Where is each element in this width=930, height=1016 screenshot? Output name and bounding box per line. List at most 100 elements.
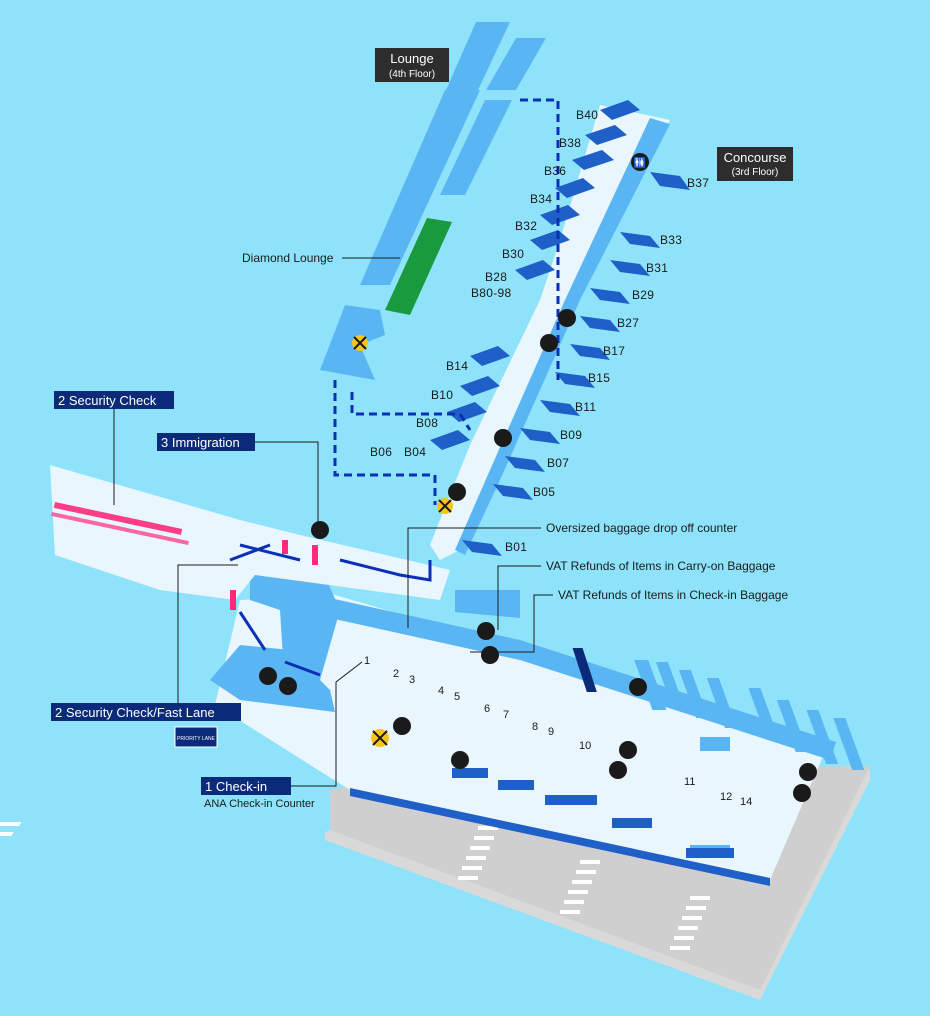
counter-number: 9	[548, 726, 554, 738]
gate-label: B10	[431, 388, 453, 402]
baggage-wrap-icon	[393, 717, 411, 735]
oversized-baggage-label: Oversized baggage drop off counter	[546, 521, 737, 535]
west-building-top	[250, 560, 340, 690]
oversized-baggage-leader	[407, 527, 541, 628]
nursery-icon	[793, 784, 811, 802]
dashed-routes	[333, 98, 560, 505]
security-queue-markers	[51, 501, 318, 610]
counter-number: 1	[364, 655, 370, 667]
baggage-wrap-icon	[448, 483, 466, 501]
lounge-label-box	[375, 48, 449, 82]
gate-label: B30	[502, 247, 524, 261]
counter-number: 8	[532, 721, 538, 733]
lounge-block-left	[360, 90, 480, 285]
baggage-wrap-icon	[451, 751, 469, 769]
check-in-sub-label: ANA Check-in Counter	[204, 798, 315, 810]
fast-lane-label-box	[51, 703, 241, 721]
vat-check-in-leader	[470, 594, 553, 653]
departure-hall-floor	[215, 595, 830, 880]
counter-number: 10	[579, 740, 591, 752]
restroom-icon	[629, 678, 647, 696]
gate-boards	[430, 100, 690, 556]
concourse-title: Concourse	[724, 150, 787, 165]
counter-number: 6	[484, 703, 490, 715]
counter-number: 2	[393, 668, 399, 680]
restroom-icon	[477, 622, 495, 640]
fast-lane-leader	[177, 564, 238, 703]
counter-number: 11	[684, 776, 695, 788]
diamond-lounge-area	[385, 218, 452, 315]
smoking-area-icon	[540, 334, 558, 352]
gate-label: B01	[505, 540, 527, 554]
crosswalk	[0, 822, 22, 836]
gate-label: B32	[515, 219, 537, 233]
immigration-label: 3 Immigration	[161, 435, 240, 450]
gate-label: B05	[533, 485, 555, 499]
lounge-floor: (4th Floor)	[389, 69, 435, 80]
gate-label: B08	[416, 416, 438, 430]
restroom-icon	[311, 521, 329, 539]
no-smoking-icon	[352, 335, 368, 351]
security-corridor-floor	[50, 465, 450, 600]
counter-number: 3	[409, 674, 415, 686]
fast-lane-label: 2 Security Check/Fast Lane	[55, 705, 215, 720]
gate-label: B37	[687, 176, 709, 190]
immigration-leader	[255, 441, 319, 525]
lounge-block-upper-2	[486, 38, 546, 90]
gate-label: B29	[632, 288, 654, 302]
check-in-east-wall	[455, 590, 520, 618]
restroom-icon	[619, 741, 637, 759]
gate-label: B38	[559, 136, 581, 150]
fast-lane-badge	[174, 726, 218, 748]
restroom-icon	[558, 309, 576, 327]
gate-label: B80-98	[471, 286, 512, 300]
route-lines	[229, 543, 432, 677]
restroom-icon	[259, 667, 277, 685]
vat-carry-on-label: VAT Refunds of Items in Carry-on Baggage	[546, 559, 776, 573]
diamond-lounge-label: Diamond Lounge	[242, 251, 334, 265]
security-label-box	[54, 391, 174, 409]
vat-check-in-label: VAT Refunds of Items in Check-in Baggage	[558, 588, 788, 602]
gate-label: B33	[660, 233, 682, 247]
lounge-title: Lounge	[390, 51, 433, 66]
restroom-icon	[481, 646, 499, 664]
lounge-block-upper-1	[446, 22, 510, 90]
gate-label: B11	[575, 400, 596, 414]
gate-label: B27	[617, 316, 639, 330]
counter-number: 5	[454, 691, 460, 703]
security-label: 2 Security Check	[58, 393, 157, 408]
gate-label: B07	[547, 456, 569, 470]
concourse-floor: (3rd Floor)	[732, 167, 779, 178]
gate-label: B36	[544, 164, 566, 178]
gate-label: B04	[404, 445, 426, 459]
gate-label: B31	[646, 261, 668, 275]
restroom-icon	[494, 429, 512, 447]
vat-carry-on-leader	[497, 565, 541, 630]
restroom-icon: 🚻	[631, 153, 649, 171]
restroom-icon	[799, 763, 817, 781]
counter-number: 7	[503, 709, 509, 721]
concourse-wall	[455, 118, 670, 555]
no-smoking-icon	[371, 729, 389, 747]
lounge-block-right	[440, 100, 512, 195]
counter-number: 12	[720, 791, 732, 803]
check-in-label-box	[201, 777, 291, 795]
concourse-label-box	[717, 147, 793, 181]
nursery-icon	[279, 677, 297, 695]
gate-label: B34	[530, 192, 552, 206]
gate-label: B17	[603, 344, 625, 358]
crosswalks	[458, 826, 710, 950]
gate-label: B40	[576, 108, 598, 122]
svg-text:🚻: 🚻	[634, 156, 646, 169]
front-desks	[452, 768, 734, 858]
check-in-label: 1 Check-in	[205, 779, 267, 794]
fast-lane-badge-text: PRIORITY LANE	[177, 736, 216, 742]
gate-label: B15	[588, 371, 610, 385]
counter-number: 14	[740, 796, 752, 808]
departure-hall-front	[350, 788, 770, 886]
nursery-icon	[609, 761, 627, 779]
ana-check-in-counter	[572, 648, 597, 692]
gate-label: B14	[446, 359, 468, 373]
